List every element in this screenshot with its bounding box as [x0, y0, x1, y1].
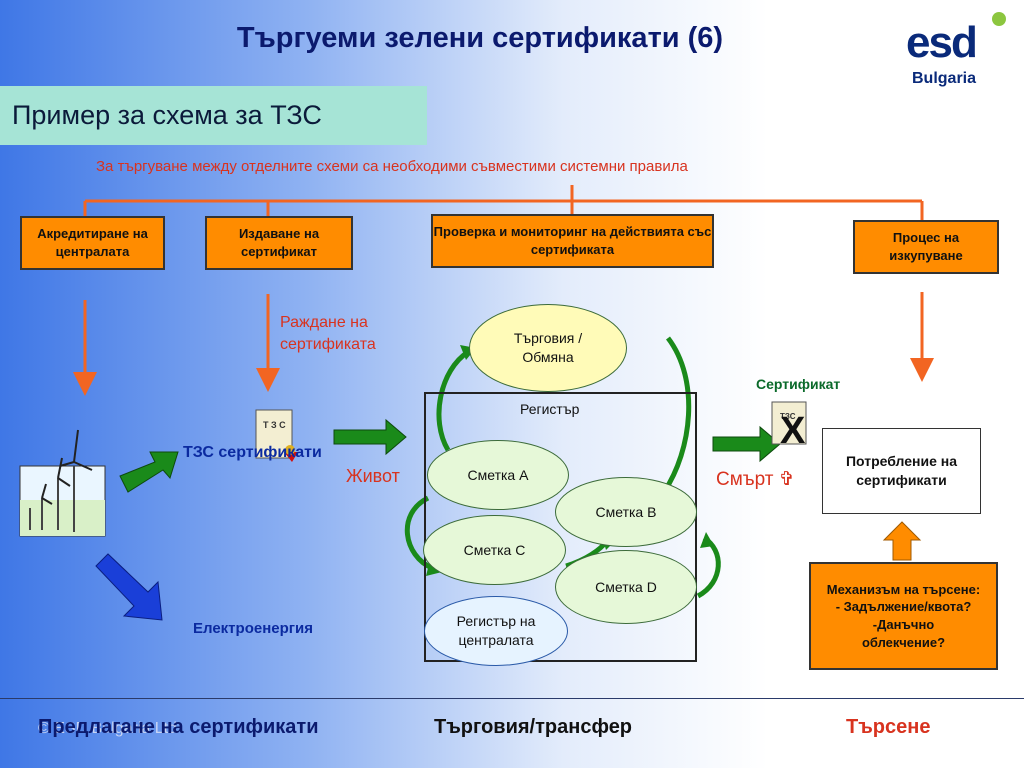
registry-label: Регистър	[520, 401, 580, 417]
logo-main-text: esd	[906, 18, 978, 67]
curve-head-5	[700, 532, 714, 548]
ellipse-account-b: Сметка В	[555, 477, 697, 547]
label-certificate: Сертификат	[756, 376, 841, 392]
esd-logo: esd Bulgaria	[896, 4, 1016, 94]
demand-line-1: - Задължение/квота?	[835, 599, 972, 615]
scroll-text: Т З С	[263, 420, 286, 430]
box-issuance: Издаване на сертификат	[205, 216, 353, 270]
demand-title: Механизъм на търсене:	[826, 581, 981, 597]
footer-divider	[0, 698, 1024, 699]
scroll-icon-tzs	[255, 409, 298, 462]
ellipse-account-d: Сметка D	[555, 550, 697, 624]
page-title: Търгуеми зелени сертификати (6)	[236, 22, 724, 54]
ellipse-central-label: Регистър на централата	[456, 613, 536, 648]
ellipse-trade-label: Търговия / Обмяна	[513, 330, 583, 365]
curve-a-to-trade	[436, 349, 470, 452]
arrow-green-tzs	[119, 451, 179, 493]
footer-demand: Търсене	[846, 716, 931, 738]
footer-trade: Търговия/трансфер	[434, 716, 633, 738]
ellipse-trade: Търговия / Обмяна	[469, 304, 627, 392]
box-demand-mechanism: Механизъм на търсене: - Задължение/квота…	[809, 562, 998, 670]
cross-mark: X	[780, 410, 806, 452]
label-death: Смърт ✞	[716, 469, 795, 490]
subtitle: Пример за схема за ТЗС	[12, 100, 322, 130]
label-life: Живот	[346, 466, 400, 486]
arrow-blue-electricity	[95, 553, 163, 621]
box-redemption: Процес на изкупуване	[853, 220, 999, 274]
arrow-demand-up	[882, 521, 922, 561]
demand-line-2: -Данъчно облекчение?	[861, 617, 946, 650]
curve-trade-to-b	[661, 336, 692, 494]
wind-farm-picture	[19, 429, 106, 537]
ellipse-account-c: Сметка С	[423, 515, 566, 585]
logo-sub-text: Bulgaria	[912, 70, 977, 87]
label-electricity: Електроенергия	[193, 620, 313, 637]
registry-box	[424, 392, 697, 662]
copyright: © ESD Bulgaria Ltd	[38, 720, 177, 737]
scroll-icon-death	[771, 401, 807, 445]
ellipse-account-a: Сметка А	[427, 440, 569, 510]
arrow-green-death	[712, 425, 781, 463]
label-birth: Раждане на сертификата	[280, 314, 376, 354]
rule-text: За търгуване между отделните схеми са не…	[96, 158, 688, 175]
label-tzs-certificates: ТЗС сертификати	[183, 444, 322, 461]
box-verification: Проверка и мониторинг на действията със …	[431, 214, 714, 268]
ellipse-central-registry: Регистър на централата	[424, 596, 568, 666]
scroll-text-2: ТЗС	[780, 412, 796, 421]
curve-a-to-c	[404, 495, 434, 571]
subtitle-banner	[0, 86, 427, 145]
arrow-green-life	[333, 418, 407, 456]
box-consumption: Потребление на сертификати	[822, 428, 981, 514]
logo-dot-icon	[992, 12, 1006, 26]
footer-supply: Предлагане на сертификати	[38, 716, 319, 738]
box-accreditation: Акредитиране на централата	[20, 216, 165, 270]
